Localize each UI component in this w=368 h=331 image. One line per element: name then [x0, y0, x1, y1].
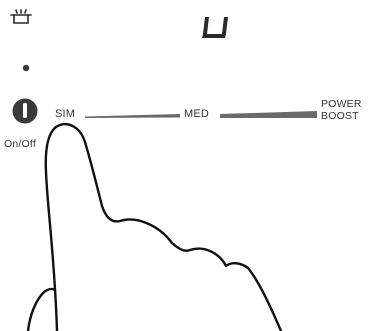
power-level-sim-label: SIM [55, 109, 75, 120]
slider-bar-high [220, 111, 317, 118]
indicator-light-icon [23, 65, 29, 71]
pointing-finger-illustration [46, 124, 281, 331]
on-off-label: On/Off [4, 139, 36, 150]
slider-bar-low [85, 114, 180, 118]
pot-icon [11, 10, 31, 23]
power-button-icon[interactable] [13, 99, 38, 124]
power-boost-line2: BOOST [321, 110, 362, 122]
finger-thumb-line [28, 289, 55, 331]
power-boost-label: POWER BOOST [321, 98, 362, 122]
power-level-med-label: MED [184, 109, 209, 120]
power-boost-line1: POWER [321, 98, 362, 110]
display-readout-icon [202, 17, 228, 38]
